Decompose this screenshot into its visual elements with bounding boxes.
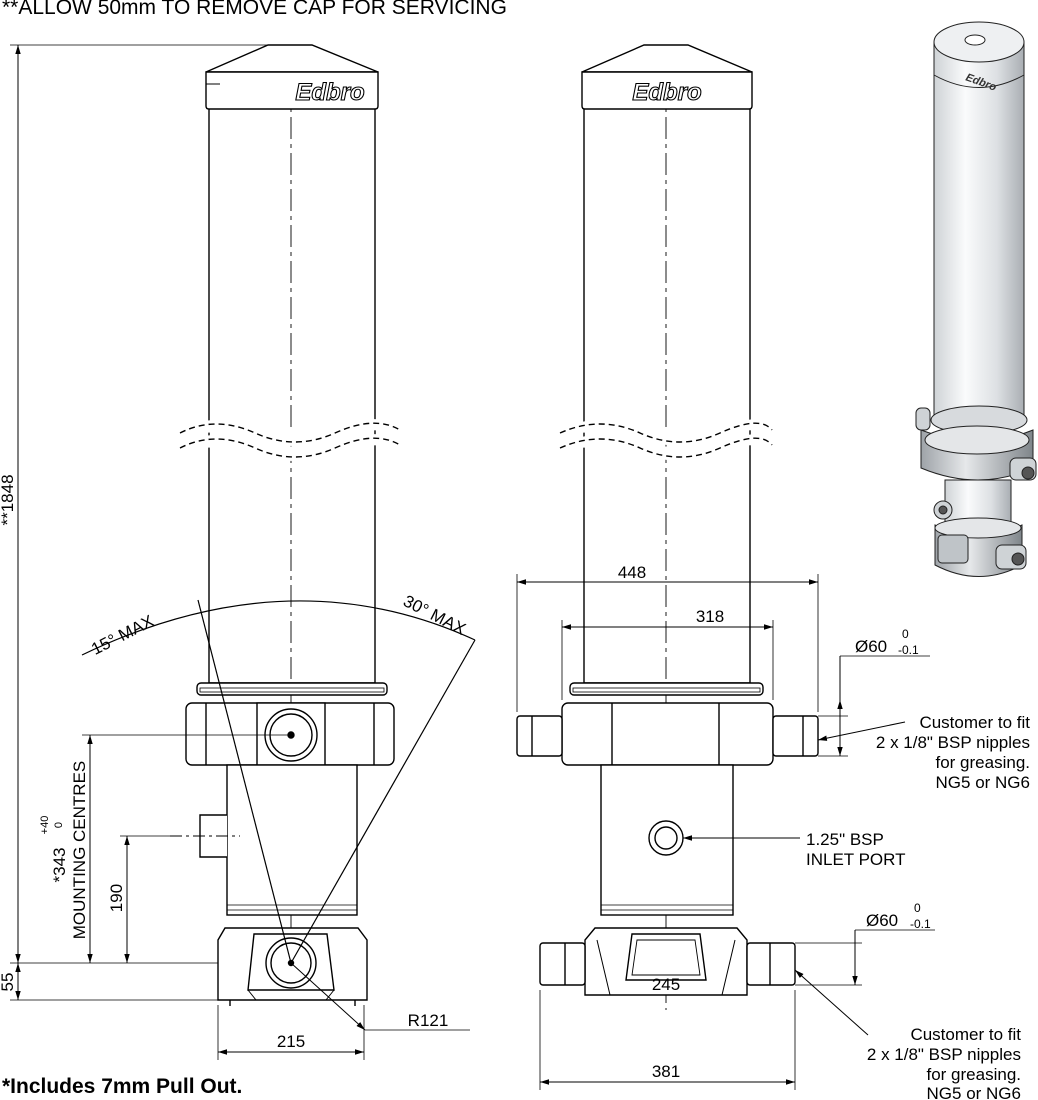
left-dimensions <box>10 44 470 1060</box>
left-view <box>10 44 476 1060</box>
dia-top-tol-lower: -0.1 <box>898 643 919 657</box>
cylinder-3d-render: Edbro <box>915 21 1037 577</box>
note-bottom-line: Customer to fit <box>910 1025 1021 1044</box>
right-collar <box>516 682 819 766</box>
dia-bottom: Ø60 <box>866 911 898 930</box>
dia-bottom-tol-upper: 0 <box>914 901 921 915</box>
inlet-port-note: 1.25" BSP INLET PORT <box>806 830 906 869</box>
right-tube <box>558 109 776 684</box>
left-tube <box>178 109 403 684</box>
greasing-note-bottom: Customer to fit 2 x 1/8" BSP nipples for… <box>867 1025 1021 1100</box>
dim-318: 318 <box>696 607 724 626</box>
inlet-port-line: 1.25" BSP <box>806 830 884 849</box>
note-bottom-line: NG5 or NG6 <box>927 1084 1021 1100</box>
right-dimensions <box>516 574 935 1090</box>
dia-top-tol-upper: 0 <box>902 627 909 641</box>
servicing-note: **ALLOW 50mm TO REMOVE CAP FOR SERVICING <box>2 0 507 19</box>
dim-381: 381 <box>652 1062 680 1081</box>
dim-448: 448 <box>618 563 646 582</box>
right-base <box>539 927 796 996</box>
dim-55: 55 <box>0 973 17 992</box>
note-bottom-line: 2 x 1/8" BSP nipples <box>867 1045 1021 1064</box>
mounting-centres-value: *343 <box>50 848 69 883</box>
right-view <box>516 44 935 1090</box>
left-collar <box>185 682 395 766</box>
left-cap <box>205 44 379 110</box>
dia-bottom-tol-lower: -0.1 <box>910 917 931 931</box>
angle-right-label: 30° MAX <box>400 591 469 638</box>
angle-left-label: 15° MAX <box>88 611 157 658</box>
mounting-centres-label: MOUNTING CENTRES <box>70 761 89 940</box>
note-top-line: Customer to fit <box>919 713 1030 732</box>
angle-indicators <box>81 599 476 964</box>
dim-190: 190 <box>107 884 126 912</box>
dia-top: Ø60 <box>855 637 887 656</box>
note-top-line: 2 x 1/8" BSP nipples <box>876 733 1030 752</box>
right-body <box>600 764 734 916</box>
dim-245: 245 <box>652 975 680 994</box>
dim-215: 215 <box>277 1032 305 1051</box>
pull-out-note: *Includes 7mm Pull Out. <box>2 1075 243 1098</box>
note-top-line: for greasing. <box>936 753 1031 772</box>
right-cap <box>581 44 753 110</box>
right-brand-logo: Edbro <box>632 79 701 106</box>
tolerance-zero: 0 <box>53 822 65 828</box>
note-bottom-line: for greasing. <box>927 1065 1022 1084</box>
left-brand-logo: Edbro <box>295 79 364 106</box>
overall-height-label: **1848 <box>0 474 17 525</box>
left-body <box>170 764 358 916</box>
tolerance-plus: +40 <box>39 816 51 835</box>
left-base <box>217 927 368 1006</box>
note-top-line: NG5 or NG6 <box>936 773 1030 792</box>
greasing-note-top: Customer to fit 2 x 1/8" BSP nipples for… <box>876 713 1030 792</box>
radius-label: R121 <box>408 1011 449 1030</box>
inlet-port-line: INLET PORT <box>806 850 906 869</box>
